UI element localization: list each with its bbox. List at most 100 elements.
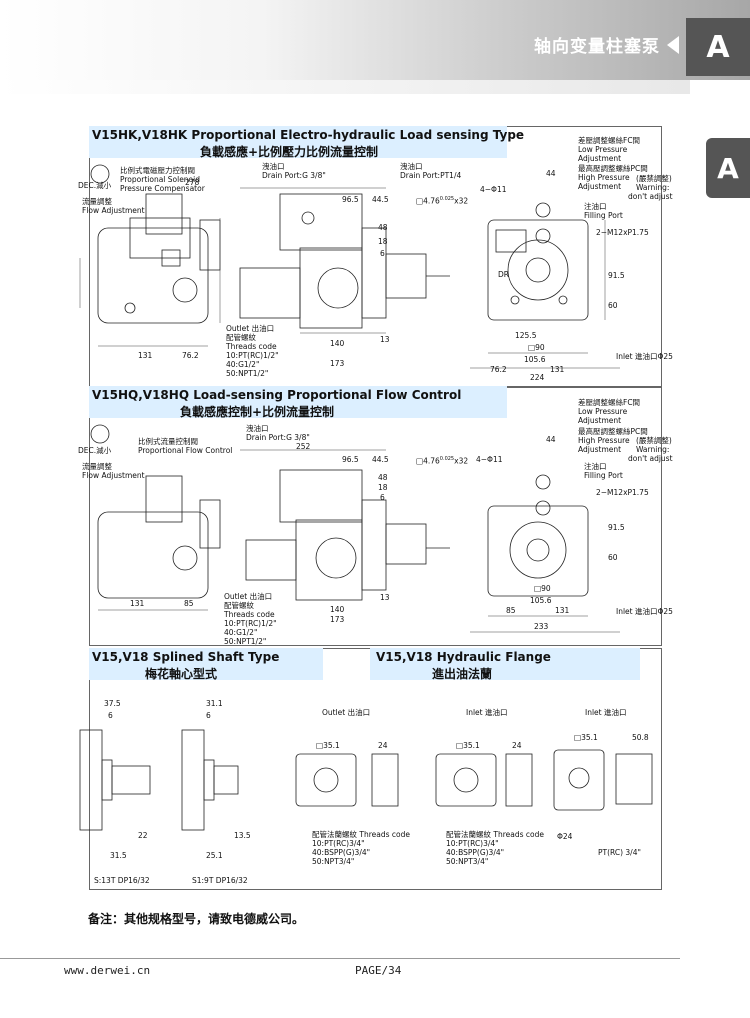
- s1-key: □4.760.025x32: [416, 196, 469, 206]
- s2-dim-60: 60: [608, 553, 618, 562]
- s1-inlet: Inlet 進油口Φ25: [616, 352, 673, 361]
- s3-dim-37-5: 37.5: [104, 699, 121, 708]
- s2-holes: 4−Φ11: [476, 455, 503, 464]
- s2-t40: 40:G1/2": [224, 628, 258, 637]
- footer-url[interactable]: www.derwei.cn: [64, 964, 151, 977]
- section1-title-zh: 負載感應+比例壓力比例流量控制: [200, 145, 379, 159]
- s2-outlet: Outlet 出油口: [224, 592, 273, 601]
- s2-dec: DEC.減小: [78, 446, 112, 455]
- s1-dr: DR: [498, 270, 509, 279]
- header-band: [0, 0, 750, 80]
- s1-flow-en: Flow Adjustment: [82, 206, 145, 215]
- section1-title-bar: [89, 126, 507, 158]
- s1-dim-131b: 131: [550, 365, 565, 374]
- s4-t40a: 40:BSPP(G)3/4": [312, 848, 371, 857]
- s4-t10a: 10:PT(RC)3/4": [312, 839, 365, 848]
- s1-solenoid-en1: Proportional Solenoid: [120, 175, 200, 184]
- s2-dim-252: 252: [296, 442, 311, 451]
- s1-drain-zh: 洩油口: [262, 162, 285, 171]
- s2-dim-6: 6: [380, 493, 385, 502]
- s1-m12: 2−M12xP1.75: [596, 228, 649, 237]
- section34-drawing: 37.5 6 22 31.5 31.1 6 13.5 25.1 □35.1 24…: [79, 699, 653, 860]
- s1-t10: 10:PT(RC)1/2": [226, 351, 279, 360]
- s1-dim-6: 6: [380, 249, 385, 258]
- s4-dim-50-8c: 50.8: [632, 733, 649, 742]
- s4-outlet: Outlet 出油口: [322, 708, 371, 717]
- note-text: 备注：其他规格型号，请致电德威公司。: [88, 912, 305, 926]
- header-shelf: [0, 80, 690, 94]
- dec-arrow-icon: [90, 164, 110, 184]
- s4-t40b: 40:BSPP(G)3/4": [446, 848, 505, 857]
- s4-t10b: 10:PT(RC)3/4": [446, 839, 499, 848]
- section4-title-en: V15,V18 Hydraulic Flange: [376, 650, 551, 664]
- section2-title-en: V15HQ,V18HQ Load-sensing Proportional Fl…: [92, 388, 462, 402]
- s1-threads-zh: 配管螺紋: [226, 333, 256, 342]
- s2-dim-131b: 131: [555, 606, 570, 615]
- s1-dim-140: 140: [330, 339, 345, 348]
- s3-s19: S1:9T DP16/32: [192, 876, 248, 885]
- s1-flow-zh: 流量調整: [82, 197, 112, 206]
- footer-divider: [0, 958, 680, 959]
- s1-dim-105-6: 105.6: [524, 355, 546, 364]
- s4-pt: PT(RC) 3/4": [598, 848, 641, 857]
- s4-t50b: 50:NPT3/4": [446, 857, 489, 866]
- s2-prop-zh: 比例式流量控制閥: [138, 437, 198, 446]
- section4-title-bar: [370, 648, 640, 680]
- s2-dim-233: 233: [534, 622, 549, 631]
- s4-dim-35-1c: □35.1: [574, 733, 598, 742]
- s1-dim-131: 131: [138, 351, 153, 360]
- s2-drain-zh: 洩油口: [246, 424, 269, 433]
- s2-dim-91-5: 91.5: [608, 523, 625, 532]
- s2-dim-96-5: 96.5: [342, 455, 359, 464]
- section1-drawing: 278 96.5 44.5 48 18 6 131 76.2 140 173 1…: [79, 164, 625, 382]
- s2-inlet: Inlet 進油口Φ25: [616, 607, 673, 616]
- s2-drain-en: Drain Port:G 3/8": [246, 433, 310, 442]
- s3-dim-31-1: 31.1: [206, 699, 223, 708]
- s2-warn-en2: don't adjust: [628, 454, 673, 463]
- s2-dim-105-6: 105.6: [530, 596, 552, 605]
- s3-dim-6: 6: [108, 711, 113, 720]
- s2-high-zh: 最高壓調整螺絲PC間: [578, 427, 648, 436]
- s2-key: □4.760.025x32: [416, 456, 469, 466]
- s2-high-en2: Adjustment: [578, 445, 622, 454]
- section-letter: A: [686, 18, 750, 76]
- section2-title-zh: 負載感應控制+比例流量控制: [180, 405, 335, 419]
- s1-solenoid-en2: Pressure Compensator: [120, 184, 205, 193]
- s1-dim-18: 18: [378, 237, 388, 246]
- s1-drain-en: Drain Port:G 3/8": [262, 171, 326, 180]
- s2-threads-zh: 配管螺紋: [224, 601, 254, 610]
- s4-threads-b: 配管法蘭螺紋 Threads code: [446, 830, 544, 839]
- s4-inlet1: Inlet 進油口: [466, 708, 508, 717]
- s2-fill-en: Filling Port: [584, 471, 623, 480]
- s1-fill-zh: 注油口: [584, 202, 607, 211]
- s1-dim-60: 60: [608, 301, 618, 310]
- s1-dim-44: 44: [546, 169, 556, 178]
- s1-warn-en2: don't adjust: [628, 192, 673, 201]
- s2-flow-en: Flow Adjustment: [82, 471, 145, 480]
- s4-inlet2: Inlet 進油口: [585, 708, 627, 717]
- s1-holes: 4−Φ11: [480, 185, 507, 194]
- s3-dim-25-1: 25.1: [206, 851, 223, 860]
- s1-dim-224: 224: [530, 373, 545, 382]
- s2-dim-18: 18: [378, 483, 388, 492]
- section2-title-bar: [89, 386, 507, 418]
- s1-high-en2: Adjustment: [578, 182, 622, 191]
- s1-warn-zh: (嚴禁調整): [636, 174, 672, 183]
- s1-low-zh: 差壓調整螺絲FC間: [578, 136, 641, 145]
- s2-dim-85b: 85: [506, 606, 516, 615]
- s3-dim-6b: 6: [206, 711, 211, 720]
- s1-drain2-zh: 洩油口: [400, 162, 423, 171]
- s2-dim-140: 140: [330, 605, 345, 614]
- s4-phi24: Φ24: [557, 832, 573, 841]
- s3-dim-31-5: 31.5: [110, 851, 127, 860]
- s2-dim-44: 44: [546, 435, 556, 444]
- section2-drawing: 252 96.5 44.5 48 18 6 131 85 140 173 13 …: [90, 424, 625, 633]
- s2-dim-13: 13: [380, 593, 390, 602]
- s2-t50: 50:NPT1/2": [224, 637, 267, 646]
- section4-title-zh: 進出油法蘭: [432, 667, 493, 681]
- s1-dim-13: 13: [380, 335, 390, 344]
- s4-t50a: 50:NPT3/4": [312, 857, 355, 866]
- s2-prop-en: Proportional Flow Control: [138, 446, 233, 455]
- s1-high-en1: High Pressure: [578, 173, 630, 182]
- s1-dim-76-2b: 76.2: [490, 365, 507, 374]
